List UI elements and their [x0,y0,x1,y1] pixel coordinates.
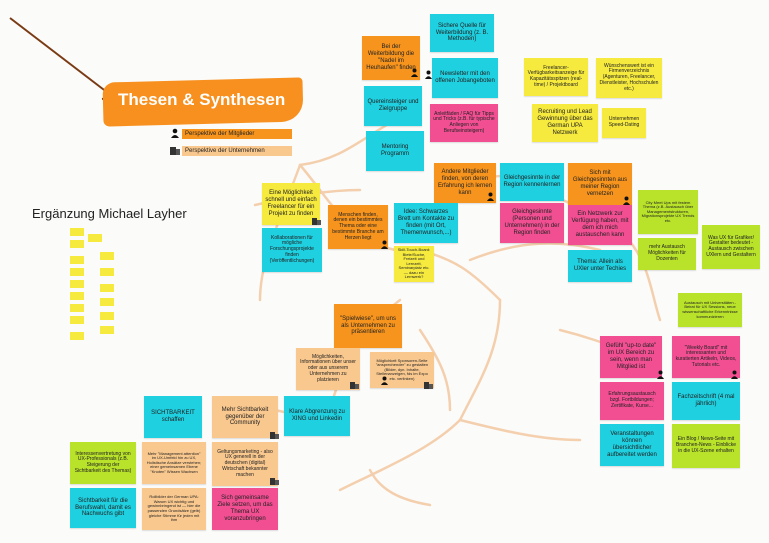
building-icon [350,382,359,389]
sticky-note[interactable]: Fachzeitschrift (4 mal jährlich) [672,382,740,420]
mini-note [88,234,102,242]
sticky-note[interactable]: City Meet Ups mit festem Thema (z.B. Aus… [638,190,698,234]
sticky-note[interactable]: Mehr Sichtbarkeit gegenüber der Communit… [212,396,278,438]
sticky-note[interactable]: Sichere Quelle für Weiterbildung (z. B. … [430,14,494,52]
sticky-note[interactable]: "Weekly Board" mit interessanten und kur… [672,336,740,378]
building-icon [424,382,433,389]
person-icon [381,376,388,385]
building-icon [270,432,279,439]
mini-note [70,268,84,276]
sticky-note[interactable]: Newsletter mit den offenen Jobangeboten [432,58,498,98]
sticky-note[interactable]: SICHTBARKEIT schaffen [144,396,202,438]
sticky-note[interactable]: Ein Netzwerk zur Verfügung haben, mit de… [568,205,632,245]
sticky-note[interactable]: Andere Mitglieder finden, von deren Erfa… [434,163,496,203]
person-icon [731,370,738,379]
mini-note [100,312,114,320]
legend-companies: Perspektive der Unternehmen [182,146,292,156]
sticky-note[interactable]: Thema: Allein als UXler unter Techies [568,250,632,282]
mini-note [70,280,84,288]
mini-note [100,284,114,292]
sticky-note[interactable]: Gefühl "up-to date" im UX Bereich zu sei… [600,336,662,378]
mini-note [100,326,114,334]
sticky-note[interactable]: Quereinsteiger und Zielgruppe [364,86,422,126]
person-icon [487,192,494,201]
sticky-note[interactable]: mehr Austausch Möglichkeiten für Dozente… [638,238,696,270]
mini-note [70,292,84,300]
sticky-note[interactable]: Was UX für Grafiker/ Gestalter bedeutet … [702,225,760,269]
sticky-note[interactable]: Erfahrungsaustausch bzgl. Fortbildungen;… [600,382,664,420]
mini-note [70,316,84,324]
sticky-note[interactable]: Skill-Touch-Board: Biete/Suche, Freizeit… [394,246,434,282]
sticky-note[interactable]: Gleichgesinnte in der Region kennenlerne… [500,163,564,201]
sticky-note[interactable]: Kollaborationen für mögliche Forschungsp… [262,228,322,272]
sticky-note[interactable]: Wünschenswert ist ein Firmenverzeichnis … [596,58,662,98]
sticky-note[interactable]: Möglichkeit Sponsoren-Seite "ansprechend… [370,352,434,388]
person-icon [657,370,664,379]
person-icon [171,128,179,138]
sticky-note[interactable]: Austausch mit Universitäten - Beirat für… [678,293,742,327]
sticky-note[interactable]: Sichtbarkeit für die Berufswahl, damit e… [70,488,136,528]
sticky-note[interactable]: Bei der Weiterbildung die "Nadel im Heuh… [362,36,420,80]
mini-note [100,252,114,260]
board-title: Thesen & Synthesen [118,90,286,109]
sticky-note[interactable]: Menschen finden, denen ein bestimmtes Th… [328,205,388,249]
person-icon [425,70,432,79]
sticky-note[interactable]: Anleitfäden / FAQ für Tipps und Tricks (… [430,104,498,142]
sticky-note[interactable]: Mehr "Management attention" im UX-Umfeld… [142,442,206,484]
sticky-note[interactable]: Freelancer-Verfügbarkeitsanzeige für Kap… [524,58,588,96]
building-icon [170,147,180,155]
mini-note [70,304,84,312]
building-icon [270,478,279,485]
sticky-note[interactable]: Rollbilder der German UPA: Warum UX wich… [142,488,206,530]
mini-note [70,228,84,236]
building-icon [312,218,321,225]
person-icon [411,68,418,77]
sticky-note[interactable]: Geltungsmarketing - also UX generell in … [212,442,278,486]
legend-members: Perspektive der Mitglieder [182,129,292,139]
sticky-note[interactable]: Mentoring Programm [366,131,424,171]
mini-note [70,332,84,340]
sticky-note[interactable]: "Spielwiese", um uns als Unternehmen zu … [334,304,402,348]
person-icon [623,196,630,205]
mini-note [100,268,114,276]
sticky-note[interactable]: Gleichgesinnte (Personen und Unternehmen… [500,203,564,243]
side-title: Ergänzung Michael Layher [32,206,187,221]
mini-note [70,240,84,248]
person-icon [381,240,388,249]
sticky-note[interactable]: Ein Blog / News-Seite mit Branchen-News … [672,424,740,468]
sticky-note[interactable]: Veranstaltungen können übersichtlicher a… [600,424,664,466]
sticky-note[interactable]: Eine Möglichkeit schnell und einfach Fre… [262,183,320,225]
sticky-note[interactable]: Klare Abgrenzung zu XING und Linkedin [284,396,350,436]
sticky-note[interactable]: Sich mit Gleichgesinnten aus meiner Regi… [568,163,632,205]
sticky-note[interactable]: Interessenvertretung von UX-Professional… [70,442,136,484]
mini-note [100,298,114,306]
sticky-note[interactable]: Recruiting und Lead Gewinnung über das G… [532,104,598,142]
sticky-note[interactable]: Sich gemeinsame Ziele setzen, um das The… [212,488,278,530]
sticky-note[interactable]: Idee: Schwarzes Brett um Kontakte zu fin… [394,203,458,243]
mini-note [70,256,84,264]
sticky-note[interactable]: Unternehmen Speed-Dating [602,108,646,138]
sticky-note[interactable]: Möglichkeiten, Informationen über unser … [296,348,360,390]
